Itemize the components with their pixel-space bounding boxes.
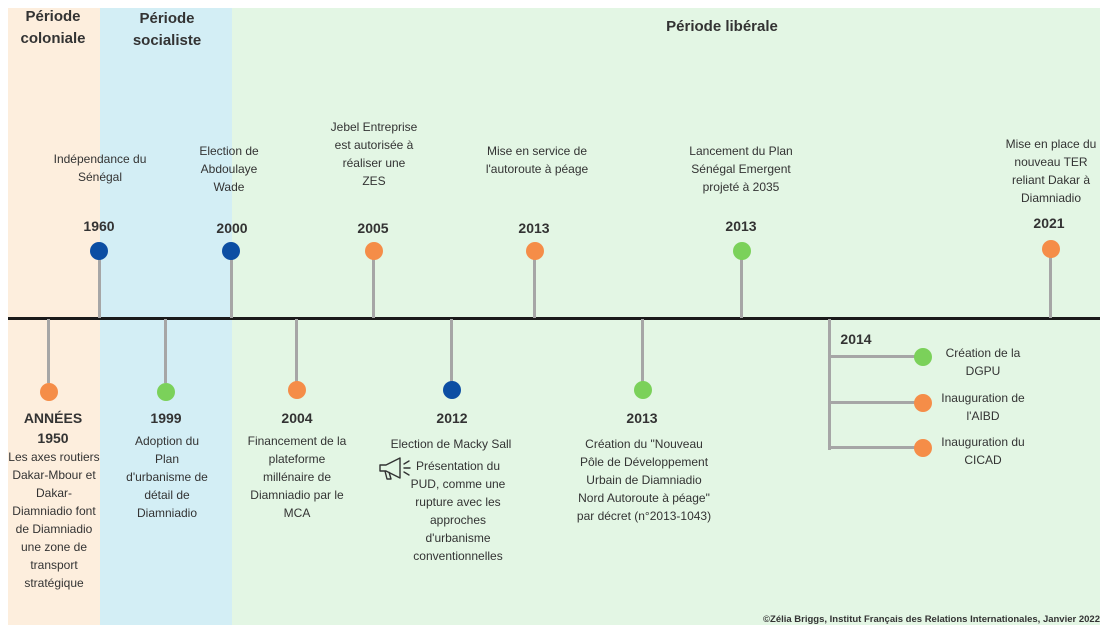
branch-text-dgpu: Création de la DGPU: [945, 346, 1021, 378]
event-dot-2004: [288, 381, 306, 399]
event-stem-2021: [1049, 250, 1052, 318]
event-stem-2000: [230, 252, 233, 318]
branch-dot-dgpu: [914, 348, 932, 366]
branch-dot-cicad: [914, 439, 932, 457]
event-dot-1999: [157, 383, 175, 401]
event-stem-2012: [450, 319, 453, 383]
event-year-2004: 2004: [281, 410, 313, 426]
event-stem-1999: [164, 319, 167, 383]
branch-dot-aibd: [914, 394, 932, 412]
event-dot-2013-decree: [634, 381, 652, 399]
event-text2-2012: Présentation du PUD, comme une rupture a…: [410, 459, 506, 563]
event-stem-2013-decree: [641, 319, 644, 383]
event-stem-2013-autoroute: [533, 252, 536, 318]
event-text-2005: Jebel Entreprise est autorisée à réalise…: [330, 120, 418, 188]
branch-line-dgpu: [828, 355, 920, 358]
event-year-1999: 1999: [150, 410, 182, 426]
branch-text-cicad: Inauguration du CICAD: [941, 435, 1025, 467]
event-text-2000: Election de Abdoulaye Wade: [199, 144, 259, 194]
event-dot-2013-autoroute: [526, 242, 544, 260]
event-text-2004: Financement de la plateforme millénaire …: [247, 434, 347, 520]
event-dot-1960: [90, 242, 108, 260]
event-year-2000: 2000: [216, 220, 248, 236]
event-text-2013-decree: Création du "Nouveau Pôle de Développeme…: [576, 437, 712, 523]
branch-line-cicad: [828, 446, 920, 449]
event-stem-2013-pse: [740, 252, 743, 318]
event-stem-2005: [372, 252, 375, 318]
event-text-2021: Mise en place du nouveau TER reliant Dak…: [1005, 137, 1097, 205]
credit-text: ©Zélia Briggs, Institut Français des Rel…: [763, 614, 1100, 625]
event-stem-2004: [295, 319, 298, 383]
megaphone-icon: [379, 457, 411, 480]
event-dot-2013-pse: [733, 242, 751, 260]
period-label-socialist: Période socialiste: [132, 10, 202, 49]
branch-stem-2014: [828, 319, 831, 450]
event-year-2013-decree: 2013: [626, 410, 658, 426]
event-year-1960: 1960: [83, 218, 115, 234]
event-text-2013-pse: Lancement du Plan Sénégal Emergent proje…: [689, 144, 793, 194]
event-dot-2005: [365, 242, 383, 260]
event-year-1950: ANNÉES 1950: [23, 410, 83, 446]
event-year-2013-pse: 2013: [725, 218, 757, 234]
event-stem-1950: [47, 319, 50, 383]
event-year-2005: 2005: [357, 220, 389, 236]
event-stem-1960: [98, 252, 101, 318]
event-dot-2021: [1042, 240, 1060, 258]
period-band-liberal: [232, 8, 1100, 625]
event-dot-1950: [40, 383, 58, 401]
event-text-1960: Indépendance du Sénégal: [53, 152, 147, 184]
event-text-2013-autoroute: Mise en service de l'autoroute à péage: [485, 144, 589, 176]
event-text-1999: Adoption du Plan d'urbanisme de détail d…: [126, 434, 208, 520]
event-year-2013-autoroute: 2013: [518, 220, 550, 236]
event-dot-2000: [222, 242, 240, 260]
period-label-liberal: Période libérale: [666, 18, 778, 35]
event-year-2012: 2012: [436, 410, 468, 426]
event-text-2012: Election de Macky Sall: [390, 437, 512, 451]
branch-year-2014: 2014: [840, 331, 872, 347]
event-year-2021: 2021: [1033, 215, 1065, 231]
branch-line-aibd: [828, 401, 920, 404]
event-dot-2012: [443, 381, 461, 399]
period-band-colonial: [8, 8, 100, 625]
branch-text-aibd: Inauguration de l'AIBD: [941, 391, 1025, 423]
event-text-1950: Les axes routiers Dakar-Mbour et Dakar-D…: [8, 450, 100, 590]
period-band-socialist: [100, 8, 232, 625]
period-label-colonial: Période coloniale: [20, 8, 86, 47]
timeline-axis: [8, 317, 1100, 320]
